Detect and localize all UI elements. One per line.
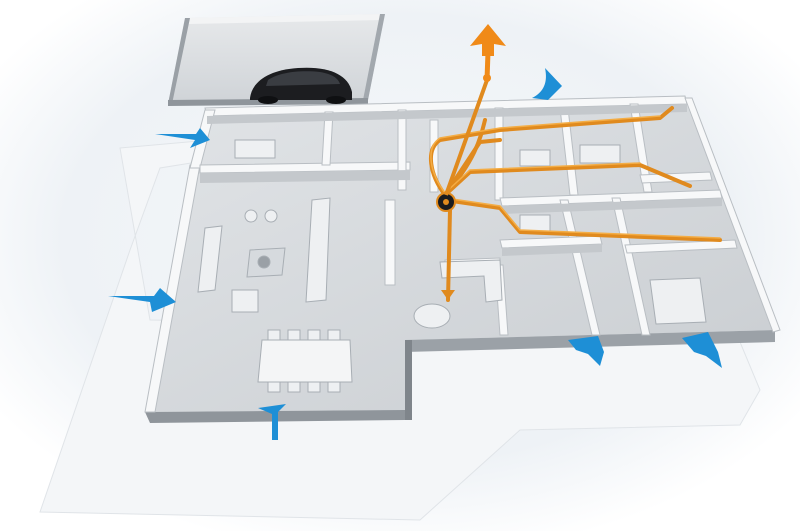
blue-airflow-arrow-icon bbox=[258, 404, 286, 440]
duct-highlights bbox=[430, 115, 721, 239]
blue-airflow-arrow-icon bbox=[568, 336, 604, 366]
car bbox=[250, 67, 352, 104]
blue-airflow-arrow-icon bbox=[108, 288, 176, 312]
orange-up-arrow-icon bbox=[470, 24, 506, 56]
wall-shadows bbox=[200, 104, 722, 256]
exhaust-stack bbox=[444, 51, 491, 196]
blue-airflow-arrow-icon bbox=[155, 128, 210, 148]
furniture bbox=[197, 139, 707, 393]
blue-airflow-arrow-icon bbox=[682, 332, 722, 368]
supply-arrows bbox=[108, 68, 722, 440]
ventilation-unit-icon bbox=[436, 192, 456, 212]
exhaust-down-arrow-icon bbox=[441, 290, 455, 300]
blue-airflow-arrow-icon bbox=[532, 68, 562, 100]
walls bbox=[144, 95, 781, 413]
